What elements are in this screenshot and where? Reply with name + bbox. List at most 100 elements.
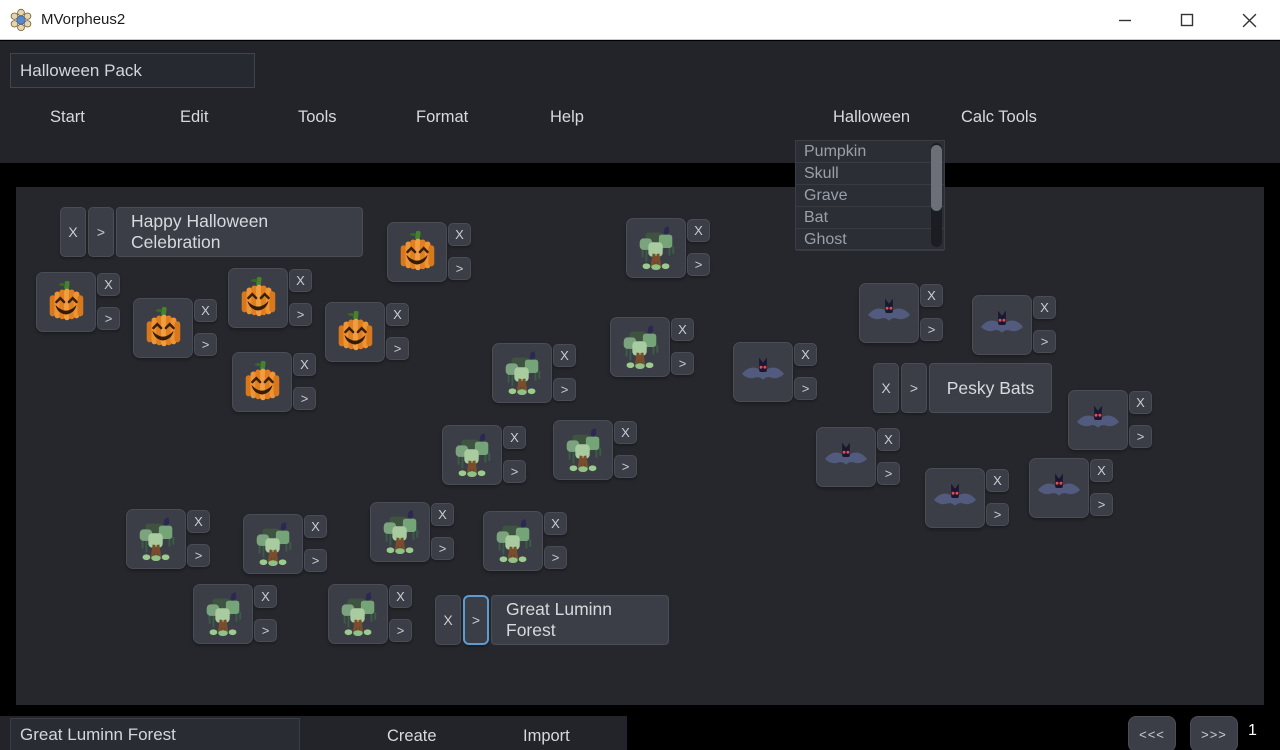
node-title[interactable]: Great Luminn Forest xyxy=(491,595,669,645)
bat-tile[interactable] xyxy=(816,427,876,487)
delete-button[interactable]: X xyxy=(60,207,86,257)
expand-button[interactable]: > xyxy=(553,378,576,401)
delete-button[interactable]: X xyxy=(553,344,576,367)
pumpkin-tile[interactable] xyxy=(232,352,292,412)
expand-button[interactable]: > xyxy=(1033,330,1056,353)
delete-button[interactable]: X xyxy=(687,219,710,242)
delete-button[interactable]: X xyxy=(289,269,312,292)
expand-button[interactable]: > xyxy=(544,546,567,569)
delete-button[interactable]: X xyxy=(614,421,637,444)
bat-tile[interactable] xyxy=(859,283,919,343)
delete-button[interactable]: X xyxy=(503,426,526,449)
tree-tile[interactable] xyxy=(553,420,613,480)
expand-button[interactable]: > xyxy=(503,460,526,483)
expand-button[interactable]: > xyxy=(187,544,210,567)
pumpkin-tile[interactable] xyxy=(228,268,288,328)
menu-format[interactable]: Format xyxy=(416,108,469,126)
pumpkin-tile[interactable] xyxy=(133,298,193,358)
expand-button[interactable]: > xyxy=(431,537,454,560)
node-name-input[interactable] xyxy=(10,718,300,750)
delete-button[interactable]: X xyxy=(389,585,412,608)
dropdown-scrollbar-thumb[interactable] xyxy=(931,145,942,211)
delete-button[interactable]: X xyxy=(873,363,899,413)
bat-tile[interactable] xyxy=(1068,390,1128,450)
expand-button[interactable]: > xyxy=(254,619,277,642)
delete-button[interactable]: X xyxy=(920,284,943,307)
tree-tile[interactable] xyxy=(243,514,303,574)
delete-button[interactable]: X xyxy=(1090,459,1113,482)
delete-button[interactable]: X xyxy=(448,223,471,246)
tree-tile[interactable] xyxy=(193,584,253,644)
delete-button[interactable]: X xyxy=(293,353,316,376)
maximize-button[interactable] xyxy=(1156,0,1218,40)
next-page-button[interactable]: >>> xyxy=(1190,716,1238,750)
delete-button[interactable]: X xyxy=(794,343,817,366)
delete-button[interactable]: X xyxy=(431,503,454,526)
pumpkin-tile[interactable] xyxy=(387,222,447,282)
delete-button[interactable]: X xyxy=(986,469,1009,492)
dropdown-item-pumpkin[interactable]: Pumpkin xyxy=(796,141,944,163)
create-button[interactable]: Create xyxy=(387,727,437,745)
dropdown-item-grave[interactable]: Grave xyxy=(796,185,944,207)
delete-button[interactable]: X xyxy=(1033,296,1056,319)
bat-tile[interactable] xyxy=(733,342,793,402)
delete-button[interactable]: X xyxy=(877,428,900,451)
tree-tile[interactable] xyxy=(626,218,686,278)
expand-button[interactable]: > xyxy=(448,257,471,280)
bat-tile[interactable] xyxy=(1029,458,1089,518)
expand-button[interactable]: > xyxy=(389,619,412,642)
menu-help[interactable]: Help xyxy=(550,108,584,126)
expand-button[interactable]: > xyxy=(463,595,489,645)
expand-button[interactable]: > xyxy=(289,303,312,326)
pack-name-input[interactable] xyxy=(10,53,255,88)
delete-button[interactable]: X xyxy=(544,512,567,535)
tree-tile[interactable] xyxy=(126,509,186,569)
delete-button[interactable]: X xyxy=(386,303,409,326)
node-title[interactable]: Pesky Bats xyxy=(929,363,1052,413)
delete-button[interactable]: X xyxy=(194,299,217,322)
expand-button[interactable]: > xyxy=(920,318,943,341)
expand-button[interactable]: > xyxy=(88,207,114,257)
tree-tile[interactable] xyxy=(610,317,670,377)
close-button[interactable] xyxy=(1218,0,1280,40)
expand-button[interactable]: > xyxy=(97,307,120,330)
expand-button[interactable]: > xyxy=(386,337,409,360)
menu-halloween[interactable]: Halloween xyxy=(833,108,911,126)
delete-button[interactable]: X xyxy=(187,510,210,533)
delete-button[interactable]: X xyxy=(1129,391,1152,414)
expand-button[interactable]: > xyxy=(687,253,710,276)
delete-button[interactable]: X xyxy=(304,515,327,538)
bat-tile[interactable] xyxy=(925,468,985,528)
prev-page-button[interactable]: <<< xyxy=(1128,716,1176,750)
menu-edit[interactable]: Edit xyxy=(180,108,209,126)
menu-calc-tools[interactable]: Calc Tools xyxy=(961,108,1037,126)
bat-tile[interactable] xyxy=(972,295,1032,355)
dropdown-item-skull[interactable]: Skull xyxy=(796,163,944,185)
pumpkin-tile[interactable] xyxy=(36,272,96,332)
delete-button[interactable]: X xyxy=(254,585,277,608)
tree-tile[interactable] xyxy=(492,343,552,403)
dropdown-item-bat[interactable]: Bat xyxy=(796,207,944,229)
delete-button[interactable]: X xyxy=(435,595,461,645)
expand-button[interactable]: > xyxy=(986,503,1009,526)
minimize-button[interactable] xyxy=(1094,0,1156,40)
expand-button[interactable]: > xyxy=(1129,425,1152,448)
expand-button[interactable]: > xyxy=(794,377,817,400)
dropdown-item-ghost[interactable]: Ghost xyxy=(796,229,944,251)
expand-button[interactable]: > xyxy=(304,549,327,572)
expand-button[interactable]: > xyxy=(901,363,927,413)
tree-tile[interactable] xyxy=(370,502,430,562)
expand-button[interactable]: > xyxy=(1090,493,1113,516)
import-button[interactable]: Import xyxy=(523,727,570,745)
delete-button[interactable]: X xyxy=(97,273,120,296)
delete-button[interactable]: X xyxy=(671,318,694,341)
tree-tile[interactable] xyxy=(483,511,543,571)
expand-button[interactable]: > xyxy=(194,333,217,356)
node-title[interactable]: Happy Halloween Celebration xyxy=(116,207,363,257)
pumpkin-tile[interactable] xyxy=(325,302,385,362)
expand-button[interactable]: > xyxy=(671,352,694,375)
expand-button[interactable]: > xyxy=(293,387,316,410)
menu-start[interactable]: Start xyxy=(50,108,85,126)
tree-tile[interactable] xyxy=(328,584,388,644)
